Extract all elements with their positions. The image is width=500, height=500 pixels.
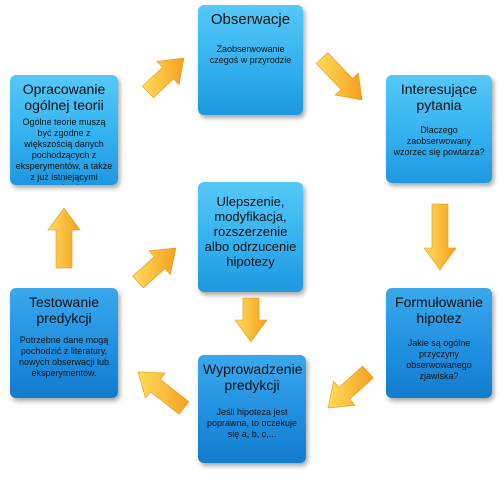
arrow-testing-to-theory <box>47 207 81 269</box>
box-theory-title: Opracowanie ogólnej teorii <box>22 81 106 113</box>
box-improvement: Ulepszenie, modyfikacja, rozszerzenie al… <box>198 182 303 292</box>
box-hypothesis: Formułowanie hipotez Jakie są ogólne prz… <box>386 288 492 398</box>
box-hypothesis-title: Formułowanie hipotez <box>395 294 483 326</box>
arrow-theory-to-observation <box>142 57 185 99</box>
box-prediction: Wyprowadzenie predykcji Jeśli hipoteza j… <box>198 355 306 463</box>
box-testing-desc: Potrzebne dane mogą pochodzić z literatu… <box>18 335 110 378</box>
arrow-hypothesis-to-prediction <box>327 365 374 409</box>
box-theory: Opracowanie ogólnej teorii Ogólne teorie… <box>10 75 118 185</box>
box-observation-desc: Zaobserwowanie czegoś w przyrodzie <box>209 44 292 65</box>
arrow-questions-to-hypothesis <box>423 203 457 271</box>
box-observation-title: Obserwacje <box>210 11 291 28</box>
box-hypothesis-desc: Jakie są ogólne przyczyny obserwowanego … <box>406 338 472 381</box>
box-improvement-title: Ulepszenie, modyfikacja, rozszerzenie al… <box>204 194 297 269</box>
box-prediction-title: Wyprowadzenie predykcji <box>203 361 303 393</box>
box-observation: Obserwacje Zaobserwowanie czegoś w przyr… <box>198 5 303 115</box>
box-testing: Testowanie predykcji Potrzebne dane mogą… <box>10 288 118 398</box>
arrow-improvement-to-prediction <box>234 297 268 343</box>
box-questions-title: Interesujące pytania <box>400 81 478 113</box>
arrow-testing-to-improvement <box>132 247 177 289</box>
arrow-observation-to-questions <box>315 52 363 101</box>
box-prediction-desc: Jeśli hipoteza jest poprawna, to oczekuj… <box>206 407 298 439</box>
box-questions-desc: Dlaczego zaobserwowany wzorzec się powta… <box>393 125 485 157</box>
arrow-prediction-to-testing <box>137 371 190 415</box>
box-testing-title: Testowanie predykcji <box>28 294 100 326</box>
box-questions: Interesujące pytania Dlaczego zaobserwow… <box>386 75 492 183</box>
box-theory-desc: Ogólne teorie muszą być zgodne z większo… <box>15 117 113 185</box>
